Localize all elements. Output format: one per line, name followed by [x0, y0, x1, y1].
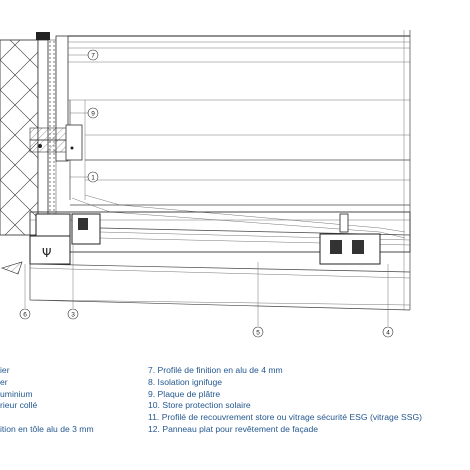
legend-item: 8. Isolation ignifuge [148, 376, 223, 387]
callout-1: 1 [70, 171, 99, 183]
blind-box-profile: Ψ [1, 211, 411, 275]
svg-text:1: 1 [91, 174, 95, 181]
callout-4: 4 [382, 264, 394, 338]
facade-bands [68, 30, 411, 310]
cover-panel [29, 263, 411, 311]
legend-left: ier er uminium rieur collé ition en tôle… [0, 365, 94, 436]
wall-layers [36, 32, 410, 246]
callout-5: 5 [252, 262, 264, 338]
fire-insulation [29, 124, 83, 161]
svg-text:6: 6 [23, 311, 27, 318]
legend-item: 11. Profilé de recouvrement store ou vit… [148, 412, 423, 423]
legend-item: ier [0, 365, 10, 375]
callout-9: 9 [70, 107, 99, 119]
legend-item: uminium [0, 388, 33, 399]
legend-item: rieur collé [0, 400, 38, 411]
callout-6: 6 [19, 264, 31, 320]
callout-3: 3 [67, 245, 79, 320]
svg-text:4: 4 [386, 329, 390, 336]
svg-text:5: 5 [256, 329, 260, 336]
svg-text:Ψ: Ψ [42, 246, 51, 260]
callout-7: 7 [68, 49, 99, 61]
legend-item: 10. Store protection solaire [148, 400, 251, 411]
svg-text:3: 3 [71, 311, 75, 318]
legend-item: 12. Panneau plat pour revêtement de faça… [148, 423, 319, 434]
legend-right: 7. Profilé de finition en alu de 4 mm 8.… [148, 365, 422, 436]
legend-item: er [0, 376, 8, 387]
legend-item: ition en tôle alu de 3 mm [0, 423, 94, 434]
svg-text:9: 9 [91, 110, 95, 117]
legend-item: 9. Plaque de plâtre [148, 388, 221, 399]
legend-item: 7. Profilé de finition en alu de 4 mm [148, 365, 283, 375]
svg-text:7: 7 [91, 52, 95, 59]
